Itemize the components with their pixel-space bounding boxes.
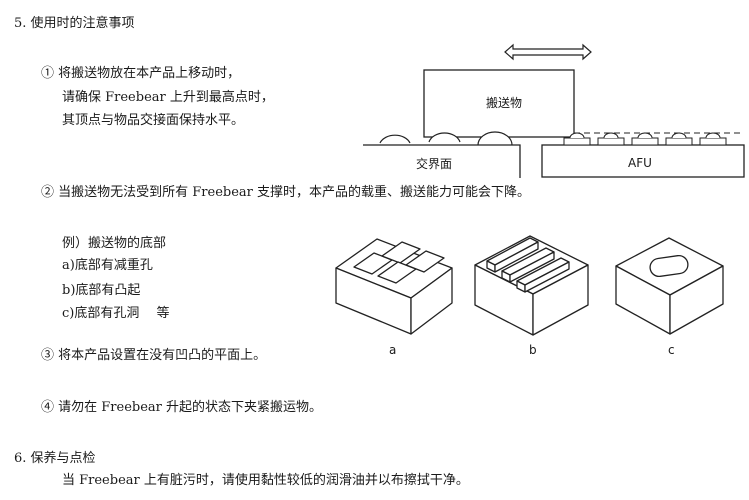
afu-housing-1 [563, 137, 591, 146]
left-ball-3 [477, 131, 513, 146]
item2-text: ② 当搬送物无法受到所有 Freebear 支撑时，本产品的载重、搬送能力可能会… [41, 185, 530, 200]
item1-line3: 其顶点与物品交接面保持水平。 [62, 113, 245, 128]
left-ball-1 [379, 134, 411, 144]
block-a [335, 238, 453, 335]
block-b [474, 235, 589, 336]
block-c-label: c [668, 343, 675, 357]
block-b-label: b [529, 343, 537, 357]
afu-housing-3 [631, 137, 659, 146]
item1-line2: 请确保 Freebear 上升到最高点时， [62, 90, 274, 105]
interface-label: 交界面 [416, 157, 453, 171]
item3-text: ③ 将本产品设置在没有凹凸的平面上。 [41, 348, 267, 363]
afu-housing-5 [699, 137, 727, 146]
double-arrow-icon [504, 43, 592, 61]
section6-title: 6. 保养与点检 [14, 451, 96, 466]
section6-body: 当 Freebear 上有脏污时，请使用黏性较低的润滑油并以布擦拭干净。 [62, 473, 469, 488]
item4-text: ④ 请勿在 Freebear 升起的状态下夹紧搬运物。 [41, 400, 322, 415]
block-a-label: a [389, 343, 397, 357]
afu-label: AFU [628, 156, 652, 170]
left-ball-2 [428, 132, 461, 143]
object-label: 搬送物 [486, 96, 523, 110]
block-c [615, 237, 724, 335]
examples-heading: 例）搬送物的底部 [62, 236, 167, 251]
example-c: c)底部有孔洞 等 [62, 306, 170, 321]
section5-title: 5. 使用时的注意事项 [14, 16, 135, 31]
afu-housing-2 [597, 137, 625, 146]
afu-housing-4 [665, 137, 693, 146]
example-b: b)底部有凸起 [62, 283, 141, 298]
item1-line1: ① 将搬送物放在本产品上移动时， [41, 66, 241, 81]
example-a: a)底部有减重孔 [62, 258, 153, 273]
